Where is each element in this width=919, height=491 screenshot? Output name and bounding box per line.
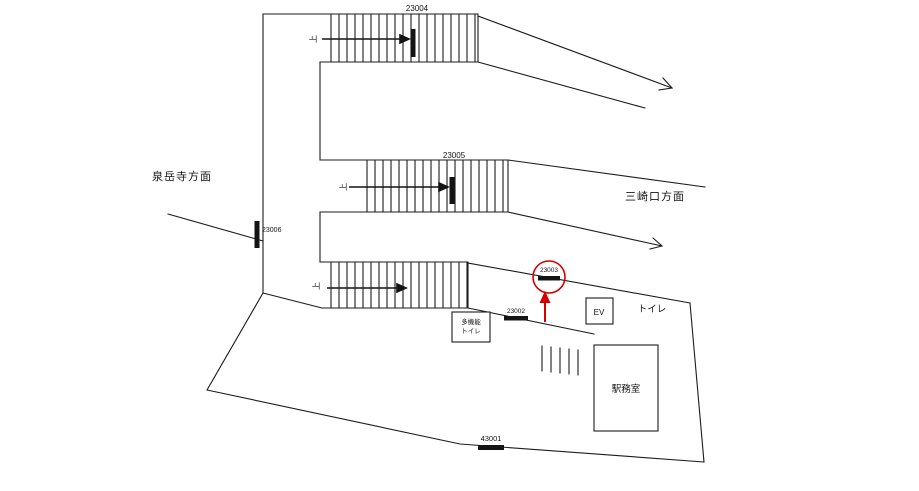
stairs-middle-arrowhead (438, 181, 450, 193)
ad-sign-bars (254, 29, 560, 450)
platform-edge-lines (167, 15, 706, 463)
direction-arrowhead-upper (658, 77, 674, 91)
ticket-gates (541, 345, 579, 376)
toilet-label: トイレ (638, 304, 667, 315)
direction-arrowhead-lower (649, 237, 664, 250)
highlight-arrow-head (539, 291, 551, 303)
ad-sign-label-23003: 23003 (540, 267, 558, 274)
corridor-outline (262, 13, 509, 309)
ad-sign-label-43001: 43001 (481, 434, 502, 443)
stairs-middle-up-mark: 上 (339, 183, 348, 191)
ad-sign-bar-23002 (504, 316, 528, 321)
ad-sign-label-23004: 23004 (406, 4, 429, 13)
stairs-bottom-hatch (330, 262, 468, 308)
ad-sign-bar-23006 (254, 221, 260, 248)
stairs-top-up-mark: 上 (309, 35, 318, 43)
ad-sign-bar-23003 (538, 276, 560, 281)
map-lines (167, 13, 706, 463)
ad-sign-label-23005: 23005 (443, 151, 466, 160)
station-office-label: 駅務室 (612, 383, 641, 395)
ad-sign-bar-43001 (478, 445, 504, 450)
accessible-toilet-label-line1: 多機能 (461, 317, 481, 326)
station-office-box (593, 344, 659, 432)
stair-arrows (322, 33, 450, 294)
direction-label-left: 泉岳寺方面 (152, 169, 212, 183)
ad-sign-label-23006: 23006 (262, 227, 282, 234)
room-boxes (451, 297, 659, 432)
direction-label-right: 三崎口方面 (625, 189, 685, 203)
accessible-toilet-box (451, 311, 491, 343)
ad-sign-label-23002: 23002 (507, 308, 525, 315)
stairs-bottom-up-mark: 上 (312, 282, 321, 290)
ad-sign-bar-23004 (410, 29, 416, 57)
stairs-top-arrowhead (399, 33, 411, 45)
accessible-toilet-label-line2: トイレ (461, 328, 481, 335)
stairs-bottom-arrowhead (396, 282, 408, 294)
elevator-label: EV (594, 308, 605, 317)
highlight-circle (532, 260, 566, 294)
elevator-box (585, 297, 614, 325)
ad-sign-bar-23005 (449, 177, 455, 204)
